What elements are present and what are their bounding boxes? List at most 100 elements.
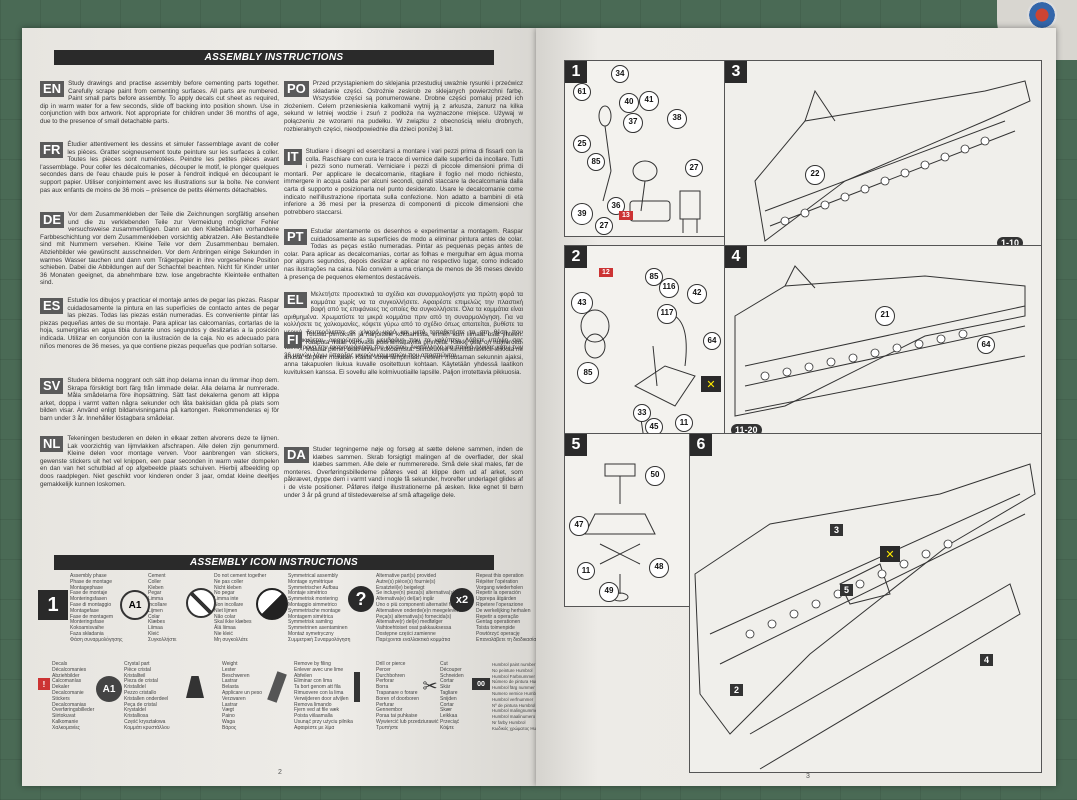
part-bubble: 85 [645,268,663,286]
part-bubble: 27 [595,217,613,235]
step-4-hull-drawing [734,265,1026,417]
part-bubble: 42 [687,284,707,304]
part-bubble: 48 [649,558,669,578]
legend-cut: Cut Découper Schneiden Cortar Skär Tagli… [440,661,464,731]
assembly-instructions-title: ASSEMBLY INSTRUCTIONS [54,50,494,65]
language-text: Studer tegningerne nøje og forsøg at sæt… [284,446,523,499]
part-bubble: 40 [619,93,639,113]
legend-remove-by-filing: Remove by filing Enlever avec une lime A… [294,661,353,731]
part-bubble: 37 [623,113,643,133]
part-bubble: 25 [573,135,591,153]
language-code: EN [40,81,65,97]
step-number: 6 [690,434,712,456]
part-bubble: 38 [667,109,687,129]
legend-drill: Drill or pierce Percer Durchbohren Perfo… [376,661,439,731]
drill-icon [354,672,360,702]
part-bubble: 49 [599,582,619,602]
part-bubble: 33 [633,404,651,422]
part-bubble: 22 [805,165,825,185]
page-number-left: 2 [278,769,282,776]
part-bubble: 11 [577,562,595,580]
language-code: EL [284,292,307,308]
legend-repeat: Repeat this operation Répéter l'opératio… [476,573,537,643]
legend-weight: Weight Lester Beschweren Lastrar Belasta… [222,661,263,731]
step-reference-arrow: 2 [730,684,744,696]
repeat-icon: x2 [450,588,474,612]
language-code: SV [40,378,64,394]
language-code: IT [284,149,302,165]
legend-alternative-parts: Alternative part(s) provided Autre(s) pi… [376,573,462,643]
step-4-panel: 4 21 64 11-20 [724,245,1042,462]
language-code: DA [284,447,309,463]
language-text: Étudier attentivement les dessins et sim… [40,141,279,194]
language-text: Estudie los dibujos y practicar el monta… [40,297,279,350]
file-icon [267,671,287,703]
no-cement-icon [186,588,216,618]
part-bubble: 41 [639,91,659,111]
part-bubble: 64 [977,336,995,354]
step-1-panel: 1 34 61 40 41 37 38 25 85 36 39 27 13 27 [564,60,726,237]
icon-instructions-title: ASSEMBLY ICON INSTRUCTIONS [54,555,494,570]
weight-icon [186,676,204,698]
language-text: Estudar atentamente os desenhos e experi… [284,228,523,281]
paint-number-icon: 00 [472,678,490,690]
part-bubble: 36 [607,197,625,215]
legend-no-cement: Do not cement together Ne pas coller Nic… [214,573,267,643]
part-bubble: 43 [571,292,593,314]
step-5-panel: 5 50 47 11 48 49 [564,433,691,607]
part-bubble: 21 [875,306,895,326]
part-bubble: 61 [573,83,591,101]
part-bubble: 11 [675,414,693,432]
part-bubble: 116 [659,278,679,298]
legend-paint-number: Humbrol paint number No peinture Humbrol… [492,662,547,731]
part-bubble: 64 [703,332,721,350]
part-bubble: 34 [611,65,629,83]
language-text: Study drawings and practise assembly bef… [40,80,279,125]
decal-icon: ! [38,678,50,690]
step-3-hull-drawing [754,80,1031,242]
cement-triangle-icon: ✕ [701,376,721,392]
step-number: 2 [565,246,587,268]
step-reference-arrow: 5 [840,584,854,596]
step-3-panel: 3 22 1-10 [724,60,1042,247]
language-code: PO [284,81,309,97]
language-text: Μελετήστε προσεκτικά τα σχέδια και συναρ… [284,291,523,359]
language-code: PT [284,229,307,245]
cement-icon: A1 [120,590,150,620]
legend-assembly-phase: Assembly phase Phase de montage Montagep… [70,573,123,643]
crystal-part-icon: A1 [96,676,122,702]
step-reference-arrow: 4 [980,654,994,666]
range-badge: 1-10 [997,237,1024,246]
language-code: NL [40,436,64,452]
legend-crystal-part: Crystal part Pièce cristal Kristallteil … [124,661,170,731]
page-number-right: 3 [806,773,810,780]
cement-triangle-icon: ✕ [880,546,900,562]
assembly-phase-badge: 1 [38,590,68,620]
decal-tag: 13 [619,211,633,220]
paint-pot-lid [1027,0,1057,30]
language-text: Vor dem Zusammenkleben der Teile die Zei… [40,211,279,287]
icon-legend: 1 Assembly phase Phase de montage Montag… [36,568,547,758]
part-bubble: 50 [645,466,665,486]
language-text: Studera bilderna noggrant och sätt ihop … [40,377,279,422]
